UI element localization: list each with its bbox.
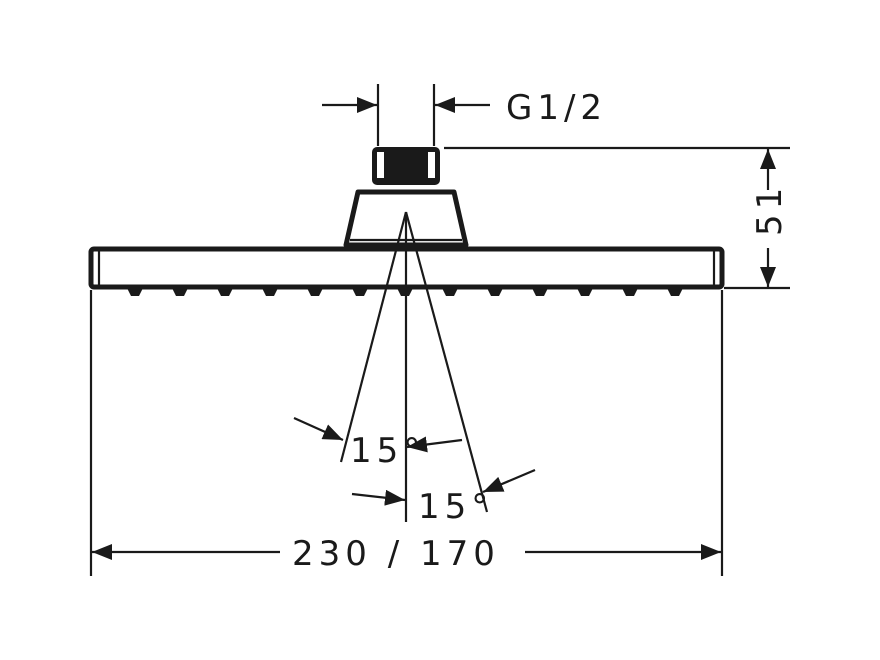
nozzle (577, 288, 593, 296)
nozzle (127, 288, 143, 296)
nozzle (352, 288, 368, 296)
nozzle (667, 288, 683, 296)
nozzle (262, 288, 278, 296)
nozzle (532, 288, 548, 296)
height-dimension: 51 (444, 146, 790, 290)
angle-right-label: 15° (418, 487, 493, 527)
nozzle (307, 288, 323, 296)
nozzle (172, 288, 188, 296)
nozzle (487, 288, 503, 296)
spray-angle-lines (339, 211, 489, 522)
nozzle (442, 288, 458, 296)
angle-dimension-left: 15° (293, 416, 463, 471)
height-label: 51 (750, 183, 790, 236)
nozzle (622, 288, 638, 296)
nozzle (217, 288, 233, 296)
connector-nut (372, 147, 440, 185)
nozzles (127, 288, 683, 296)
thread-label: G1/2 (506, 88, 607, 128)
head-cone (343, 189, 469, 248)
width-dimension: 230 / 170 (89, 290, 724, 576)
thread-dimension: G1/2 (322, 84, 607, 146)
angle-left-label: 15° (350, 431, 425, 471)
width-label: 230 / 170 (292, 534, 500, 574)
angle-dimension-right: 15° (351, 468, 536, 527)
